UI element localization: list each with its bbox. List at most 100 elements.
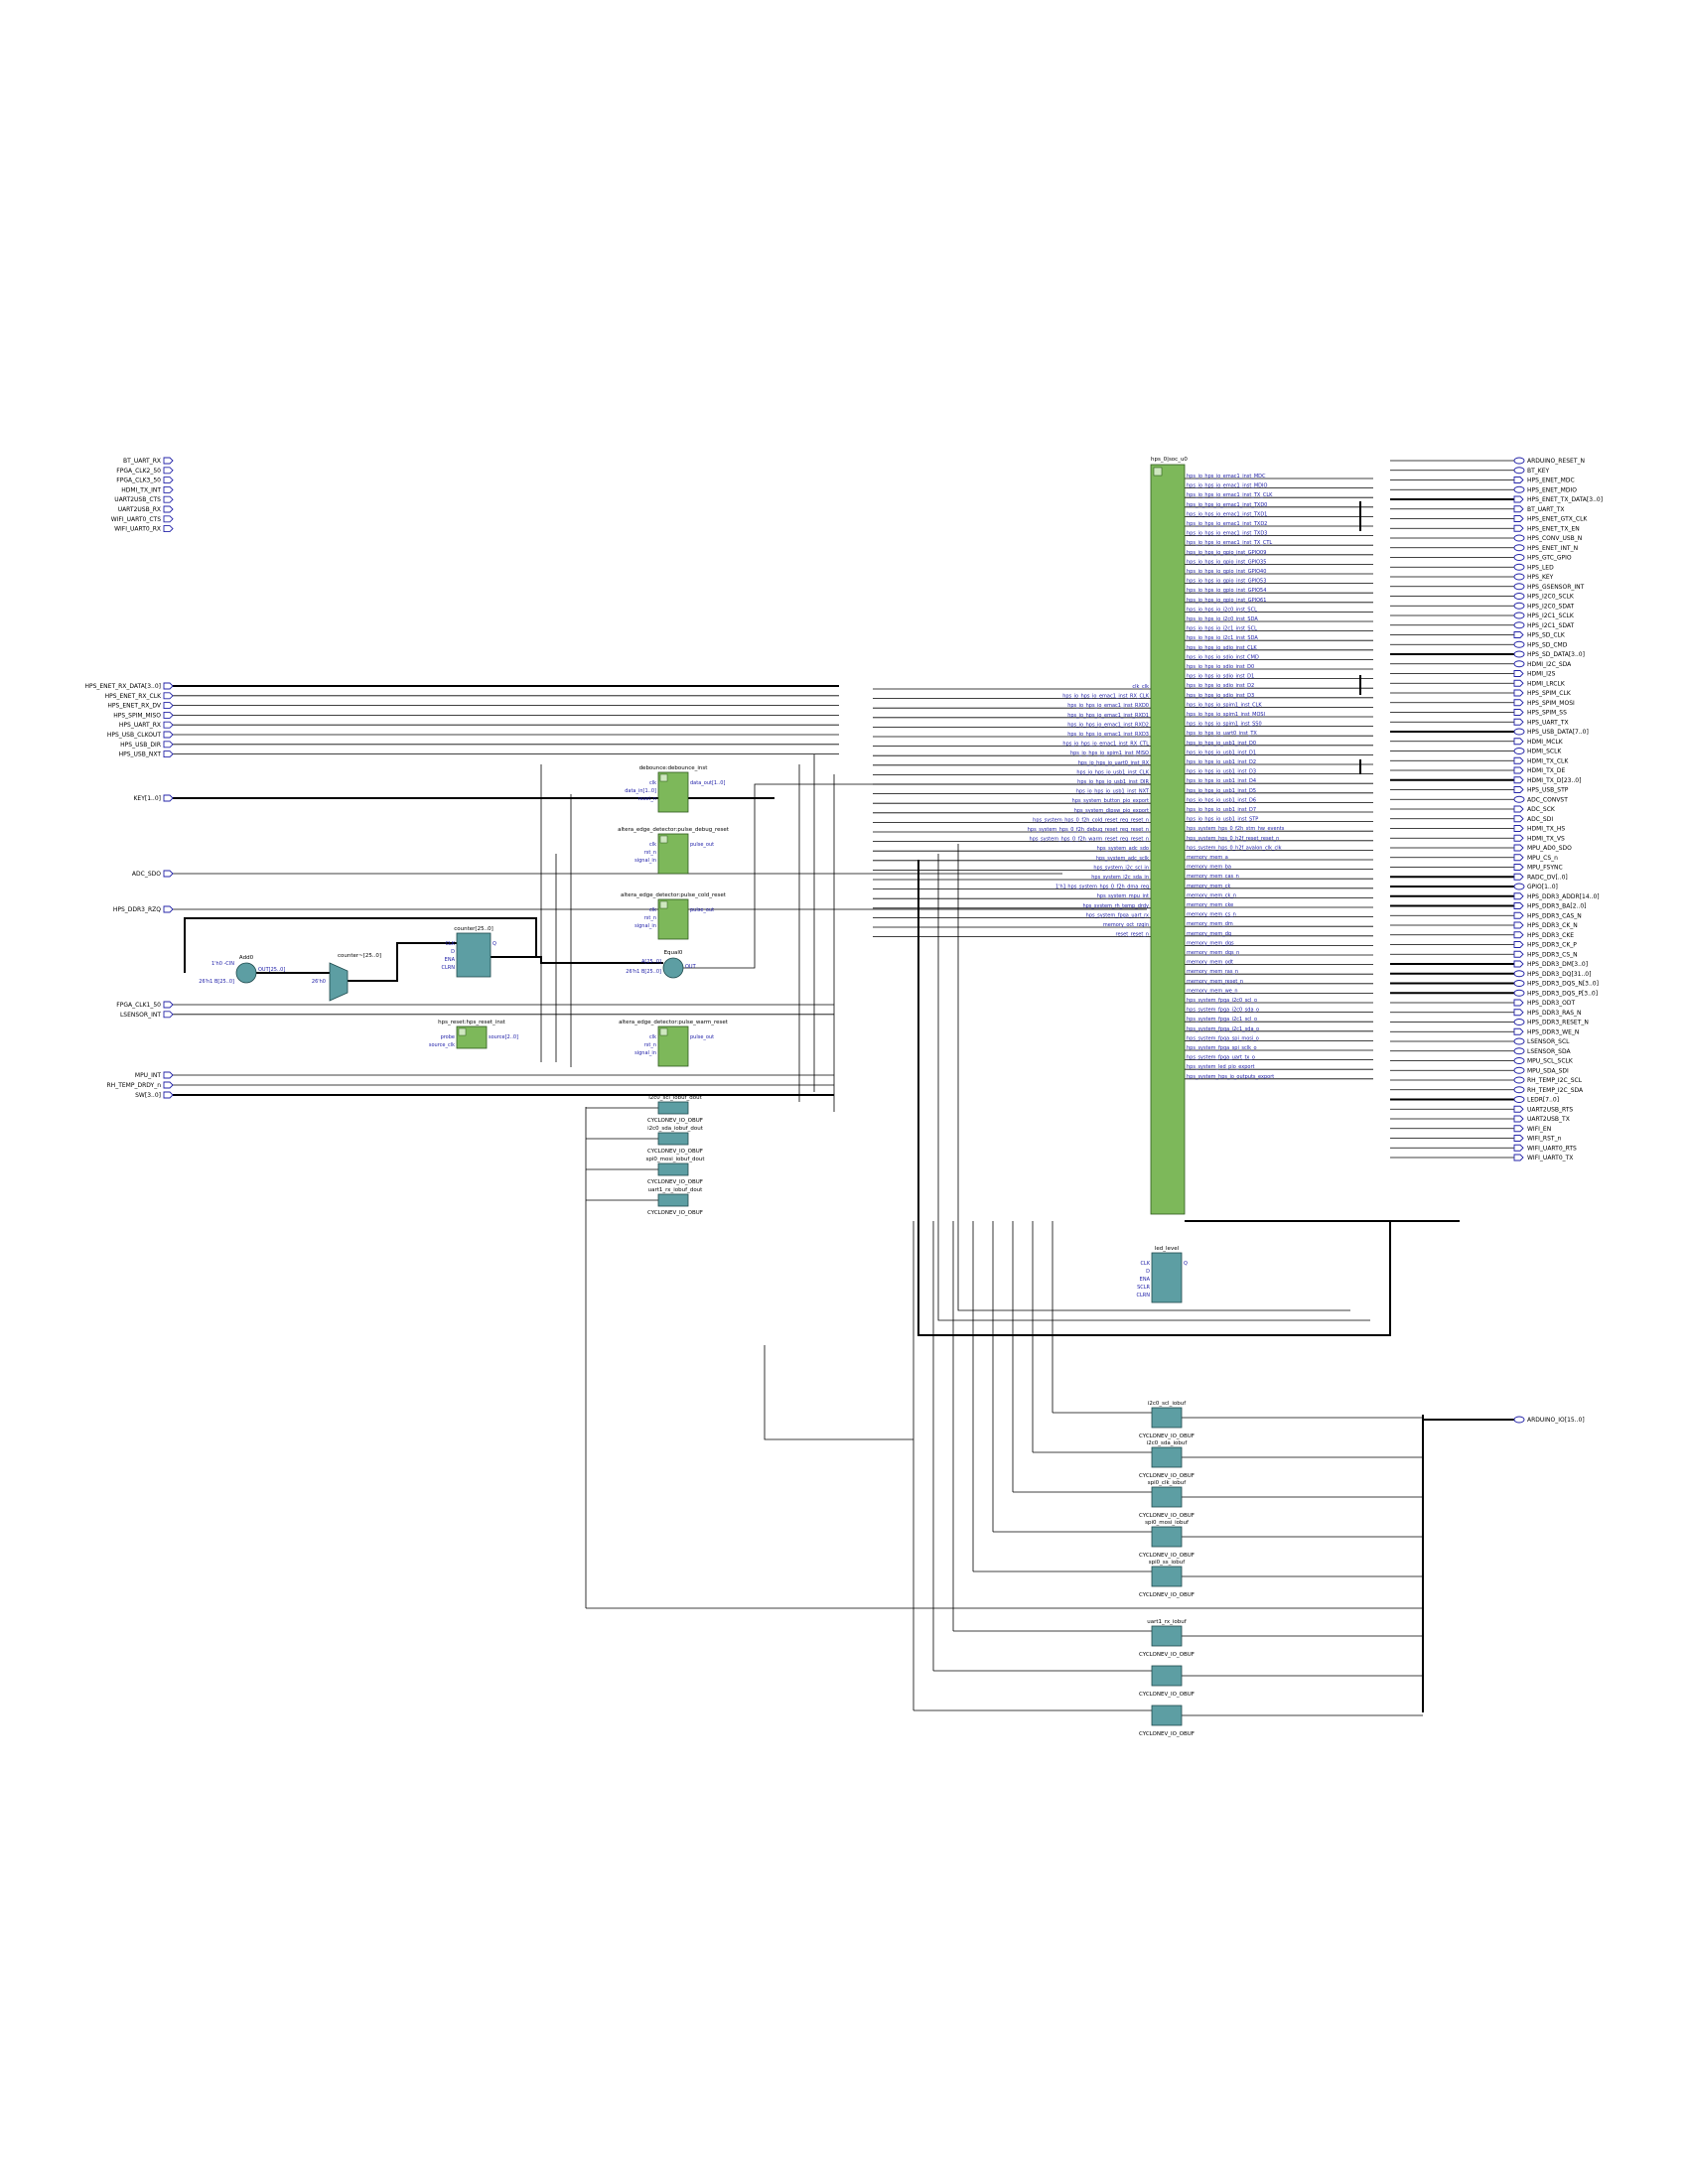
input-clk-0-port-icon <box>163 1001 174 1009</box>
hps0-expand-icon <box>1153 467 1163 477</box>
wire-segment <box>917 860 1391 1336</box>
edge-debug-expand-icon <box>659 835 668 844</box>
input-bottom-1-port-icon <box>163 1081 174 1089</box>
edge-debug-in-pin: signal_in <box>634 858 656 864</box>
output-port-67-label: UART2USB_RTS <box>1527 1106 1573 1113</box>
output-port-42-port-icon <box>1513 864 1524 871</box>
output-port-45-port-icon <box>1513 892 1524 900</box>
output-port-20-bidir-port-icon <box>1513 650 1525 658</box>
output-port-47-port-icon <box>1513 911 1524 919</box>
output-port-35-label: ADC_CONVST <box>1527 796 1568 803</box>
input-hps-3-port-icon <box>163 711 174 719</box>
output-port-63-bidir-port-icon <box>1513 1066 1525 1074</box>
output-port-69-port-icon <box>1513 1125 1524 1133</box>
input-fpga_clk3_50-port-icon <box>163 477 174 484</box>
output-port-48-port-icon <box>1513 921 1524 929</box>
hps0-out-pin-label: hps_system_hps_io_outputs_export <box>1187 1074 1274 1080</box>
output-port-44-bidir-port-icon <box>1513 883 1525 890</box>
input-hps-5-label: HPS_USB_CLKOUT <box>107 732 162 739</box>
wires <box>173 460 1514 1716</box>
input-wifi_uart0_rx-label: WIFI_UART0_RX <box>114 526 161 533</box>
hps0-out-pin-label: hps_io_hps_io_gpio_inst_GPIO54 <box>1187 588 1266 594</box>
output-port-23-port-icon <box>1513 679 1524 687</box>
hps0-out-pin-label: hps_system_hps_0_h2f_avalon_clk_clk <box>1187 845 1282 851</box>
output-port-65-bidir-port-icon <box>1513 1086 1525 1094</box>
input-hps-1-label: HPS_ENET_RX_CLK <box>105 693 162 700</box>
output-port-19-label: HPS_SD_CMD <box>1527 641 1568 648</box>
output-port-63-label: MPU_SDA_SDI <box>1527 1067 1569 1074</box>
output-port-40-label: MPU_AD0_SDO <box>1527 845 1572 852</box>
input-hdmi_tx_int-label: HDMI_TX_INT <box>121 486 161 493</box>
output-port-1-bidir-port-icon <box>1513 467 1525 475</box>
hps0-out-pin-label: memory_mem_cas_n <box>1187 874 1239 880</box>
output-port-13-label: HPS_GSENSOR_INT <box>1527 584 1585 591</box>
output-port-29-port-icon <box>1513 738 1524 746</box>
hps0-out-pin-label: hps_io_hps_io_spim1_inst_SS0 <box>1187 722 1262 728</box>
output-port-37-port-icon <box>1513 815 1524 823</box>
output-port-14-bidir-port-icon <box>1513 593 1525 600</box>
edge-cold-out-pin: pulse_out <box>690 907 714 913</box>
hps0-in-pin-label: hps_system_i2c_sda_in <box>1091 875 1149 881</box>
edge-debug-title: altera_edge_detector:pulse_debug_reset <box>618 827 730 833</box>
hps0-out-pin-label: hps_io_hps_io_uart0_inst_TX <box>1187 731 1257 737</box>
output-port-72-label: WIFI_UART0_TX <box>1527 1155 1573 1161</box>
output-port-0-bidir-port-icon <box>1513 457 1525 465</box>
arduino-buffer-title: spi0_mosi_iobuf <box>1145 1520 1190 1526</box>
add0-circle <box>235 962 257 984</box>
output-port-71-port-icon <box>1513 1144 1524 1152</box>
hps0-out-pin-label: memory_mem_we_n <box>1187 988 1238 994</box>
edge-cold-in-pin: rst_n <box>644 915 656 921</box>
output-port-64-bidir-port-icon <box>1513 1076 1525 1084</box>
hps0-out-pin-label: hps_io_hps_io_spim1_inst_MOSI <box>1187 712 1265 718</box>
hps0-out-pin-label: hps_io_hps_io_spim1_inst_CLK <box>1187 702 1262 708</box>
arduino-buffer-title: spi0_ss_iobuf <box>1149 1560 1186 1566</box>
output-port-15-bidir-port-icon <box>1513 602 1525 610</box>
counter-in-pin: CLRN <box>442 965 456 971</box>
output-port-16-label: HPS_I2C1_SCLK <box>1527 613 1575 619</box>
output-port-59-label: HPS_DDR3_WE_N <box>1527 1028 1579 1035</box>
output-port-8-bidir-port-icon <box>1513 534 1525 542</box>
output-port-50-port-icon <box>1513 941 1524 948</box>
arduino-buffer-title: uart1_rx_iobuf <box>1147 1619 1188 1625</box>
hps0-out-pin-label: memory_mem_dqs_n <box>1187 950 1239 956</box>
edge-warm-out-pin: pulse_out <box>690 1034 714 1040</box>
hps0-out-pin-label: hps_system_hps_0_f2h_stm_hw_events <box>1187 826 1285 832</box>
led-level-title: led_level <box>1155 1246 1180 1252</box>
input-hps-0-label: HPS_ENET_RX_DATA[3..0] <box>84 683 161 690</box>
wire-segment <box>683 783 1151 969</box>
output-port-10-label: HPS_GTC_GPIO <box>1527 555 1572 562</box>
equal0-out: OUT <box>685 964 697 970</box>
add0-out: OUT[25..0] <box>258 967 285 973</box>
led-level-in-pin: D <box>1146 1269 1150 1275</box>
hps0-out-pin-label: hps_system_fpga_i2c0_scl_o <box>1187 998 1257 1004</box>
output-port-66-label: LEDR[7..0] <box>1527 1097 1559 1104</box>
hps0-in-pin-label: 1'h1 hps_system_hps_0_f2h_dma_req <box>1055 885 1149 890</box>
output-port-4-port-icon <box>1513 495 1524 503</box>
output-port-41-port-icon <box>1513 854 1524 862</box>
input-bottom-2-label: SW[3..0] <box>135 1092 161 1099</box>
output-port-8-label: HPS_CONV_USB_N <box>1527 535 1582 542</box>
output-port-26-label: HPS_SPIM_SS <box>1527 710 1567 717</box>
hps0-out-pin-label: memory_mem_ck <box>1187 884 1230 889</box>
output-port-55-bidir-port-icon <box>1513 989 1525 997</box>
counter-in-pin: ENA <box>445 957 456 963</box>
hps0-out-pin-label: hps_io_hps_io_usb1_inst_STP <box>1187 817 1258 823</box>
wire-segment <box>491 956 663 964</box>
hps0-out-pin-label: hps_system_fpga_i2c1_scl_o <box>1187 1017 1257 1023</box>
output-port-31-label: HDMI_TX_CLK <box>1527 757 1569 764</box>
small-buffer-title: i2c0_sda_iobuf_dout <box>647 1126 704 1132</box>
input-fpga_clk2_50-label: FPGA_CLK2_50 <box>116 468 161 475</box>
edge-warm-in-pin: signal_in <box>634 1050 656 1056</box>
counter-out-pin: Q <box>492 941 496 947</box>
edge-cold-expand-icon <box>659 900 668 909</box>
hps0-out-pin-label: memory_mem_ck_n <box>1187 892 1236 898</box>
output-port-5-port-icon <box>1513 505 1524 513</box>
hps0-in-pin-label: hps_io_hps_io_usb1_inst_CLK <box>1076 769 1149 775</box>
hps0-out-pin-label: hps_system_fpga_i2c0_sda_o <box>1187 1008 1259 1014</box>
input-clk-1-label: LSENSOR_INT <box>120 1012 161 1019</box>
led-level-out-pin: Q <box>1184 1261 1188 1267</box>
output-port-55-label: HPS_DDR3_DQS_P[3..0] <box>1527 990 1598 997</box>
input-wifi_uart0_cts-label: WIFI_UART0_CTS <box>111 516 161 523</box>
output-port-12-bidir-port-icon <box>1513 573 1525 581</box>
